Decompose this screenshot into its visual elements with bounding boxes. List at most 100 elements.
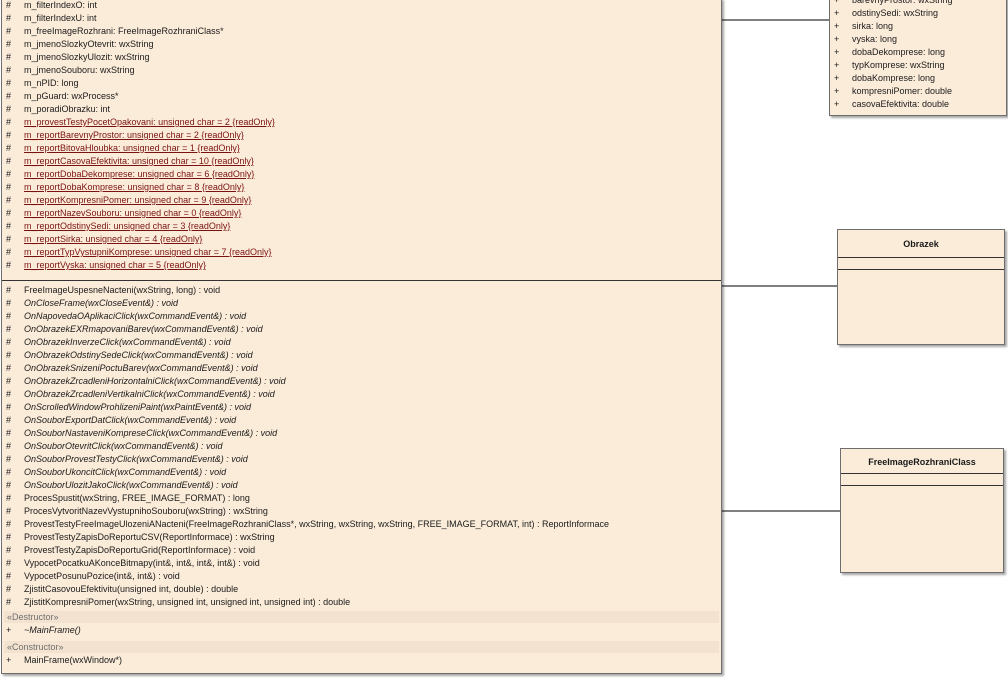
operation-row[interactable]: #ProvestTestyFreeImageUlozeniANacteni(Fr… <box>2 518 721 531</box>
operation-row[interactable]: #OnSouborNastaveniKompreseClick(wxComman… <box>2 427 721 440</box>
attribute-row[interactable]: #m_freeImageRozhrani: FreeImageRozhraniC… <box>2 25 721 38</box>
attribute-row[interactable]: #m_jmenoSouboru: wxString <box>2 64 721 77</box>
visibility-marker: # <box>6 117 12 127</box>
attribute-row[interactable]: #m_filterIndexO: int <box>2 0 721 12</box>
operation-row-text: OnObrazekInverzeClick(wxCommandEvent&) :… <box>24 337 231 347</box>
visibility-marker: # <box>6 285 12 295</box>
attribute-row[interactable]: #m_reportVyska: unsigned char = 5 {readO… <box>2 259 721 272</box>
report-class-box[interactable]: +barevnyProstor: wxString+odstinySedi: w… <box>829 0 1007 116</box>
operation-row[interactable]: #OnSouborExportDatClick(wxCommandEvent&)… <box>2 414 721 427</box>
visibility-marker: # <box>6 402 12 412</box>
constructor-row[interactable]: + MainFrame(wxWindow*) <box>2 654 721 667</box>
report-attribute-row-text: dobaDekomprese: long <box>852 47 946 57</box>
attribute-row[interactable]: #m_reportKompresniPomer: unsigned char =… <box>2 194 721 207</box>
attribute-row-text: m_reportVyska: unsigned char = 5 {readOn… <box>24 260 207 270</box>
attribute-row[interactable]: #m_provestTestyPocetOpakovani: unsigned … <box>2 116 721 129</box>
report-attribute-row[interactable]: +casovaEfektivita: double <box>830 98 1006 111</box>
attribute-row-text: m_poradiObrazku: int <box>24 104 111 114</box>
report-attribute-row[interactable]: +vyska: long <box>830 33 1006 46</box>
operation-row[interactable]: #ZjistitCasovouEfektivitu(unsigned int, … <box>2 583 721 596</box>
report-attribute-row-text: typKomprese: wxString <box>852 60 945 70</box>
freeimagerozhrani-class-name: FreeImageRozhraniClass <box>868 457 976 467</box>
operation-row[interactable]: #OnObrazekInverzeClick(wxCommandEvent&) … <box>2 336 721 349</box>
attribute-row[interactable]: #m_reportSirka: unsigned char = 4 {readO… <box>2 233 721 246</box>
operation-row[interactable]: #OnObrazekOdstinySedeClick(wxCommandEven… <box>2 349 721 362</box>
operation-row[interactable]: # VypocetPocatkuAKonceBitmapy(int&, int&,… <box>2 557 721 570</box>
operation-row[interactable]: #ProvestTestyZapisDoReportuGrid(ReportIn… <box>2 544 721 557</box>
operation-row[interactable]: #OnSouborUkoncitClick(wxCommandEvent&) :… <box>2 466 721 479</box>
visibility-marker: # <box>6 493 12 503</box>
operation-row[interactable]: #ProcesSpustit(wxString, FREE_IMAGE_FORM… <box>2 492 721 505</box>
visibility-marker: # <box>6 221 12 231</box>
operation-row[interactable]: #OnScrolledWindowProhlizeniPaint(wxPaint… <box>2 401 721 414</box>
operation-row-text: ProcesVytvoritNazevVystupnihoSouboru(wxS… <box>24 506 268 516</box>
operation-row-text: OnSouborUlozitJakoClick(wxCommandEvent&)… <box>24 480 238 490</box>
attribute-row[interactable]: #m_reportTypVystupniKomprese: unsigned c… <box>2 246 721 259</box>
attribute-row[interactable]: #m_reportDobaDekomprese: unsigned char =… <box>2 168 721 181</box>
attribute-row[interactable]: #m_reportOdstinySedi: unsigned char = 3 … <box>2 220 721 233</box>
report-attribute-row[interactable]: +dobaKomprese: long <box>830 72 1006 85</box>
visibility-marker: # <box>6 91 12 101</box>
attribute-row[interactable]: #m_nPID: long <box>2 77 721 90</box>
attribute-row[interactable]: #m_reportBarevnyProstor: unsigned char =… <box>2 129 721 142</box>
report-attribute-row[interactable]: +sirka: long <box>830 20 1006 33</box>
operation-row[interactable]: #OnObrazekZrcadleniVertikalniClick(wxCom… <box>2 388 721 401</box>
report-attribute-row[interactable]: +dobaDekomprese: long <box>830 46 1006 59</box>
attribute-row-text: m_nPID: long <box>24 78 79 88</box>
operation-row[interactable]: #FreeImageUspesneNacteni(wxString, long)… <box>2 284 721 297</box>
operation-row-text: OnSouborOtevritClick(wxCommandEvent&) : … <box>24 441 223 451</box>
visibility-marker: + <box>834 60 840 70</box>
obrazek-class-box[interactable]: Obrazek <box>837 229 1005 345</box>
attribute-row-text: m_filterIndexO: int <box>24 0 98 10</box>
constructor-signature: MainFrame(wxWindow*) <box>24 655 123 665</box>
report-attribute-row[interactable]: +kompresniPomer: double <box>830 85 1006 98</box>
attribute-row[interactable]: #m_jmenoSlozkyOtevrit: wxString <box>2 38 721 51</box>
attribute-row[interactable]: #m_jmenoSlozkyUlozit: wxString <box>2 51 721 64</box>
operation-row[interactable]: #ProvestTestyZapisDoReportuCSV(ReportInf… <box>2 531 721 544</box>
attribute-row[interactable]: #m_reportDobaKomprese: unsigned char = 8… <box>2 181 721 194</box>
attribute-row[interactable]: #m_pGuard: wxProcess* <box>2 90 721 103</box>
operation-row[interactable]: #OnSouborUlozitJakoClick(wxCommandEvent&… <box>2 479 721 492</box>
operation-row[interactable]: #OnCloseFrame(wxCloseEvent&) : void <box>2 297 721 310</box>
visibility-marker: # <box>6 545 12 555</box>
freeimagerozhrani-class-box[interactable]: FreeImageRozhraniClass <box>840 448 1004 573</box>
operation-row-text: VypocetPosunuPozice(int&, int&) : void <box>24 571 180 581</box>
destructor-stereotype-row: «Destructor» <box>2 611 721 624</box>
visibility-marker: # <box>6 441 12 451</box>
visibility-marker: # <box>6 363 12 373</box>
operation-row-text: VypocetPocatkuAKonceBitmapy(int&, int&, … <box>24 558 260 568</box>
operation-row-text: OnObrazekZrcadleniHorizontalniClick(wxCo… <box>24 376 286 386</box>
destructor-signature: ~MainFrame() <box>24 625 81 635</box>
mainframe-class-box[interactable]: #m_filterIndexO: int#m_filterIndexU: int… <box>1 0 722 674</box>
attribute-row[interactable]: #m_poradiObrazku: int <box>2 103 721 116</box>
report-attribute-row[interactable]: +barevnyProstor: wxString <box>830 0 1006 7</box>
visibility-marker: # <box>6 519 12 529</box>
attribute-row-text: m_reportCasovaEfektivita: unsigned char … <box>24 156 254 166</box>
report-attribute-row[interactable]: +odstinySedi: wxString <box>830 7 1006 20</box>
operation-row[interactable]: #OnObrazekEXRmapovaniBarev(wxCommandEven… <box>2 323 721 336</box>
attribute-row-text: m_jmenoSouboru: wxString <box>24 65 135 75</box>
operation-row[interactable]: #OnObrazekZrcadleniHorizontalniClick(wxC… <box>2 375 721 388</box>
attribute-row-text: m_reportBarevnyProstor: unsigned char = … <box>24 130 244 140</box>
destructor-row[interactable]: + ~MainFrame() <box>2 624 721 637</box>
operation-row[interactable]: #OnObrazekSnizeniPoctuBarev(wxCommandEve… <box>2 362 721 375</box>
attribute-row[interactable]: #m_reportBitovaHloubka: unsigned char = … <box>2 142 721 155</box>
visibility-marker: # <box>6 13 12 23</box>
operation-row[interactable]: #ProcesVytvoritNazevVystupnihoSouboru(wx… <box>2 505 721 518</box>
operation-row-text: OnObrazekZrcadleniVertikalniClick(wxComm… <box>24 389 275 399</box>
operation-row[interactable]: #ZjistitKompresniPomer(wxString, unsigne… <box>2 596 721 609</box>
visibility-marker: # <box>6 532 12 542</box>
attribute-row-text: m_jmenoSlozkyUlozit: wxString <box>24 52 150 62</box>
report-attribute-row[interactable]: + typKomprese: wxString <box>830 59 1006 72</box>
visibility-marker: # <box>6 558 12 568</box>
attribute-row[interactable]: #m_reportCasovaEfektivita: unsigned char… <box>2 155 721 168</box>
visibility-marker: # <box>6 311 12 321</box>
attribute-row[interactable]: #m_reportNazevSouboru: unsigned char = 0… <box>2 207 721 220</box>
operation-row[interactable]: #OnSouborProvestTestyClick(wxCommandEven… <box>2 453 721 466</box>
visibility-marker: + <box>834 0 840 5</box>
attribute-row[interactable]: # m_filterIndexU: int <box>2 12 721 25</box>
operation-row[interactable]: #VypocetPosunuPozice(int&, int&) : void <box>2 570 721 583</box>
attribute-row-text: m_filterIndexU: int <box>24 13 97 23</box>
operation-row[interactable]: #OnNapovedaOAplikaciClick(wxCommandEvent… <box>2 310 721 323</box>
operation-row[interactable]: # OnSouborOtevritClick(wxCommandEvent&) :… <box>2 440 721 453</box>
